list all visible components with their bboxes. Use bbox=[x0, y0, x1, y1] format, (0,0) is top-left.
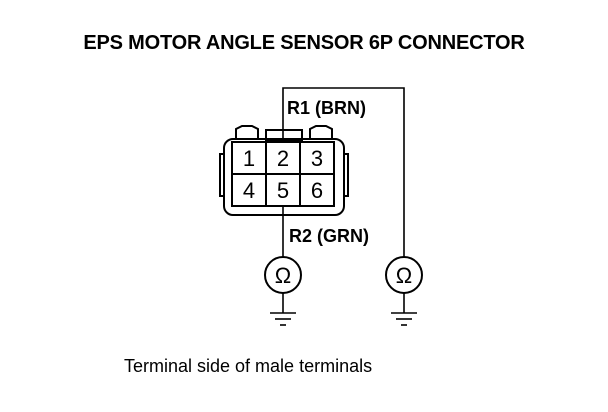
terminal-3: 3 bbox=[311, 146, 323, 171]
connector-latch-left bbox=[235, 125, 259, 140]
terminal-labels: 1 2 3 4 5 6 bbox=[243, 146, 323, 203]
connector-side-right bbox=[344, 153, 349, 197]
terminal-5: 5 bbox=[277, 178, 289, 203]
ground-icon-right bbox=[391, 312, 417, 326]
terminal-1: 1 bbox=[243, 146, 255, 171]
terminal-6: 6 bbox=[311, 178, 323, 203]
connector-6p bbox=[219, 125, 349, 216]
connector-side-left bbox=[219, 153, 224, 197]
terminal-4: 4 bbox=[243, 178, 255, 203]
wire-r1-label: R1 (BRN) bbox=[287, 98, 366, 118]
diagram-caption: Terminal side of male terminals bbox=[124, 356, 373, 376]
wire-r2-label: R2 (GRN) bbox=[289, 226, 369, 246]
wires bbox=[282, 87, 405, 257]
ground-icon-left bbox=[270, 312, 296, 326]
ohm-symbol-right: Ω bbox=[396, 263, 412, 288]
ohmmeter-right: Ω bbox=[385, 256, 423, 326]
connector-latch-right bbox=[309, 125, 333, 140]
ohm-symbol-left: Ω bbox=[275, 263, 291, 288]
ohmmeter-left: Ω bbox=[264, 256, 302, 326]
terminal-2: 2 bbox=[277, 146, 289, 171]
wire-r1 bbox=[282, 87, 405, 257]
connector-housing bbox=[223, 138, 345, 216]
diagram-title: EPS MOTOR ANGLE SENSOR 6P CONNECTOR bbox=[83, 32, 525, 54]
